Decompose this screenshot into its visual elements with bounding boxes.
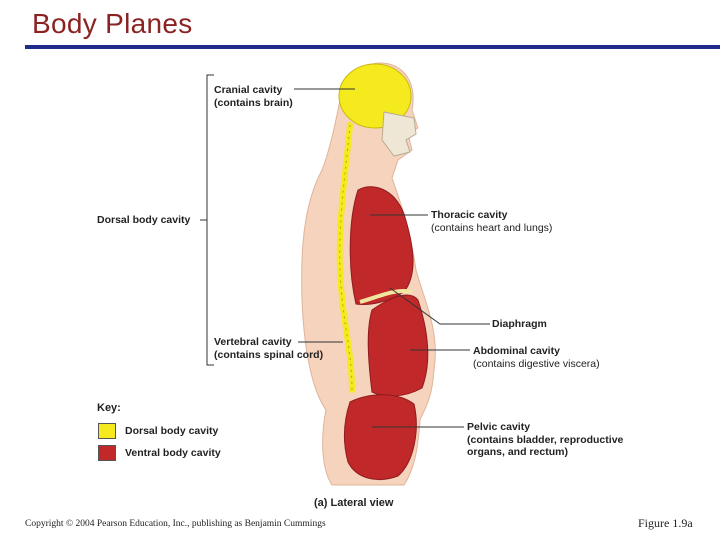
key-label-ventral: Ventral body cavity [125, 447, 221, 459]
pelvic-cavity-shape [343, 394, 417, 480]
skull-shape [381, 111, 417, 157]
pelvic-cavity-label: Pelvic cavity (contains bladder, reprodu… [467, 421, 624, 458]
figure-number: Figure 1.9a [638, 516, 693, 530]
dorsal-body-cavity-label: Dorsal body cavity [97, 214, 191, 226]
abdominal-cavity-label: Abdominal cavity (contains digestive vis… [473, 345, 600, 370]
dorsal-bracket [206, 74, 214, 366]
thoracic-cavity-label: Thoracic cavity (contains heart and lung… [431, 209, 553, 234]
cranial-cavity-shape [338, 63, 412, 129]
key-swatch-dorsal [98, 423, 116, 439]
key-title: Key: [97, 402, 121, 414]
page-title: Body Planes [32, 8, 193, 39]
key-swatch-ventral [98, 445, 116, 461]
abdominal-cavity-shape [367, 294, 429, 397]
vertebral-cavity-label: Vertebral cavity (contains spinal cord) [214, 336, 324, 361]
diaphragm-shape [359, 289, 413, 304]
copyright-text: Copyright © 2004 Pearson Education, Inc.… [25, 519, 326, 529]
cranial-cavity-label: Cranial cavity (contains brain) [214, 84, 293, 109]
diaphragm-leader [389, 287, 490, 325]
title-rule [25, 45, 720, 49]
diaphragm-label: Diaphragm [492, 318, 547, 330]
figure-caption: (a) Lateral view [314, 497, 394, 509]
key-label-dorsal: Dorsal body cavity [125, 425, 219, 437]
thoracic-cavity-shape [349, 186, 414, 305]
